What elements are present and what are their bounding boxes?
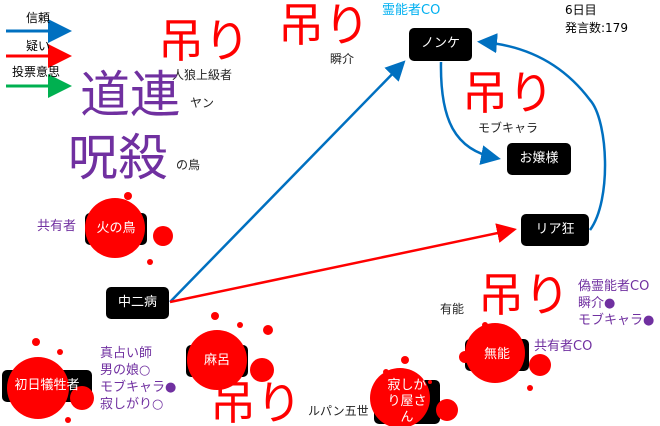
note-line: モブキャラ● — [100, 380, 177, 395]
hang-overlay: 吊り — [278, 0, 370, 52]
trust-arrow-riakyou-nonke — [477, 33, 607, 231]
ghost-shunsuke: 瞬介 — [330, 52, 355, 66]
day-label: 6日目 — [565, 3, 597, 17]
ghost-notori: の鳥 — [176, 158, 201, 172]
hang-overlay: 吊り — [462, 66, 554, 120]
ghost-lupin: ルパン五世 — [308, 404, 369, 418]
legend-trust-label: 信頼 — [26, 11, 51, 25]
note-line: 偽霊能者CO — [578, 279, 650, 294]
node-label: 火の鳥 — [96, 220, 136, 236]
jusatsu-overlay: 呪殺 — [68, 129, 168, 187]
legend-doubt-label: 疑い — [26, 39, 51, 53]
hang-overlay: 吊り — [158, 14, 250, 68]
munou-role: 共有者CO — [534, 339, 593, 354]
fake-medium-notes: 偽霊能者CO 瞬介● モブキャラ● — [578, 278, 654, 329]
trust-arrow-chuunibyou-nonke — [169, 60, 406, 303]
node-sabishigari[interactable]: 寂しがり屋さん — [374, 377, 440, 426]
node-label: お嬢様 — [519, 150, 559, 166]
maro-notes: 真占い師 男の娘○ モブキャラ● 寂しがり○ — [100, 345, 176, 413]
blood-splatter-icon — [7, 192, 551, 426]
note-line: 男の娘○ — [100, 363, 151, 378]
node-label: リア狂 — [535, 221, 575, 237]
note-line: 瞬介● — [578, 296, 616, 311]
hang-overlay: 吊り — [478, 268, 570, 322]
note-line: モブキャラ● — [578, 313, 655, 328]
hinotori-role: 共有者 — [37, 219, 77, 234]
ghost-mob: モブキャラ — [478, 121, 539, 135]
node-label: 無能 — [483, 346, 510, 362]
node-label: 麻呂 — [203, 352, 230, 368]
trust-arrow-nonke-ojousama — [439, 61, 501, 165]
node-riakyou[interactable]: リア狂 — [521, 214, 589, 246]
node-label: 中二病 — [117, 294, 157, 310]
node-chuunibyou[interactable]: 中二病 — [106, 287, 169, 319]
ghost-yuunou: 有能 — [440, 302, 465, 316]
remark-count: 発言数:179 — [565, 21, 628, 35]
medium-co-label: 霊能者CO — [382, 3, 441, 18]
node-label: ノンケ — [420, 36, 460, 52]
legend-vote-label: 投票意思 — [12, 65, 61, 79]
note-line: 寂しがり○ — [100, 397, 164, 412]
ghost-yan: ヤン — [190, 96, 215, 110]
ghost-jinrou: 人狼上級者 — [172, 68, 233, 82]
michizure-overlay: 道連 — [80, 66, 180, 124]
note-line: 真占い師 — [100, 346, 153, 361]
hang-overlay: 吊り — [210, 376, 302, 426]
doubt-arrow-chuunibyou-riakyou — [169, 223, 517, 304]
node-nonke[interactable]: ノンケ — [409, 28, 472, 61]
node-ojousama[interactable]: お嬢様 — [507, 143, 571, 175]
node-label: 初日犠牲者 — [14, 377, 80, 393]
node-label: 寂しがり屋さん — [387, 377, 427, 426]
